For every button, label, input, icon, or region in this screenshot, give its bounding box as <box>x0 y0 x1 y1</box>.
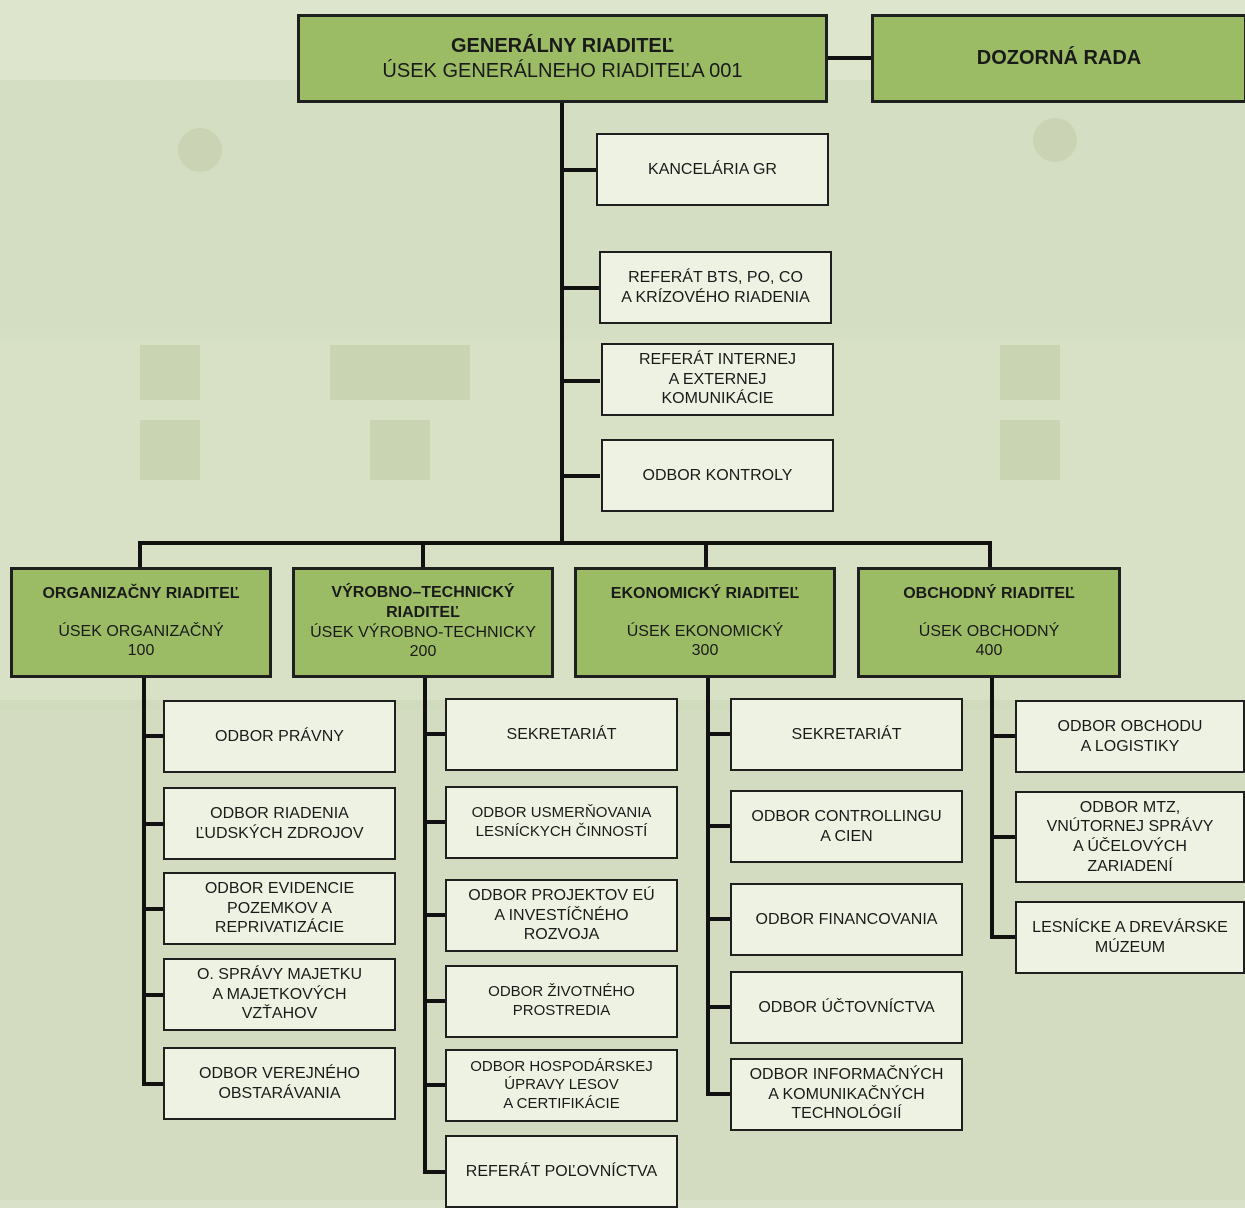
department-box: ODBOR MTZ, VNÚTORNEJ SPRÁVY A ÚČELOVÝCH … <box>1015 791 1245 883</box>
connector-line <box>560 103 564 543</box>
department-box: SEKRETARIÁT <box>730 698 963 771</box>
department-box: ODBOR HOSPODÁRSKEJ ÚPRAVY LESOV A CERTIF… <box>445 1049 678 1122</box>
connector-line <box>425 1083 445 1087</box>
connector-line <box>992 835 1015 839</box>
connector-line <box>144 993 163 997</box>
connector-line <box>708 824 730 828</box>
connector-line <box>704 541 708 567</box>
connector-line <box>423 678 427 1174</box>
connector-line <box>988 541 992 567</box>
connector-line <box>562 379 600 383</box>
division-organizational: ORGANIZAČNY RIADITEĽ ÚSEK ORGANIZAČNÝ 10… <box>10 567 272 678</box>
connector-line <box>562 474 600 478</box>
department-box: ODBOR RIADENIA ĽUDSKÝCH ZDROJOV <box>163 787 396 860</box>
connector-line <box>425 999 445 1003</box>
department-box: ODBOR OBCHODU A LOGISTIKY <box>1015 700 1245 773</box>
connector-line <box>425 913 445 917</box>
connector-line <box>708 1005 730 1009</box>
department-box: ODBOR VEREJNÉHO OBSTARÁVANIA <box>163 1047 396 1120</box>
connector-line <box>140 541 990 545</box>
supervisory-board-title: DOZORNÁ RADA <box>976 47 1142 70</box>
connector-line <box>562 168 600 172</box>
department-box: ODBOR CONTROLLINGU A CIEN <box>730 790 963 863</box>
connector-line <box>992 734 1015 738</box>
division-production-technical: VÝROBNO–TECHNICKÝ RIADITEĽ ÚSEK VÝROBNO-… <box>292 567 554 678</box>
department-box: SEKRETARIÁT <box>445 698 678 771</box>
department-box: ODBOR ŽIVOTNÉHO PROSTREDIA <box>445 965 678 1038</box>
connector-line <box>708 1092 730 1096</box>
connector-line <box>144 822 163 826</box>
connector-line <box>425 732 445 736</box>
connector-line <box>562 286 600 290</box>
staff-unit-office: KANCELÁRIA GR <box>596 133 829 206</box>
department-box: O. SPRÁVY MAJETKU A MAJETKOVÝCH VZŤAHOV <box>163 958 396 1031</box>
department-box: ODBOR PRÁVNY <box>163 700 396 773</box>
department-box: ODBOR PROJEKTOV EÚ A INVESTÍČNÉHO ROZVOJ… <box>445 879 678 952</box>
connector-line <box>138 541 142 567</box>
connector-line <box>144 734 163 738</box>
connector-line <box>706 678 710 1096</box>
connector-line <box>142 678 146 1086</box>
staff-unit-communication: REFERÁT INTERNEJ A EXTERNEJ KOMUNIKÁCIE <box>601 343 834 416</box>
division-economic: EKONOMICKÝ RIADITEĽ ÚSEK EKONOMICKÝ 300 <box>574 567 836 678</box>
connector-line <box>144 1082 163 1086</box>
connector-line <box>425 820 445 824</box>
department-box: ODBOR EVIDENCIE POZEMKOV A REPRIVATIZÁCI… <box>163 872 396 945</box>
connector-line <box>708 732 730 736</box>
connector-line <box>425 1170 445 1174</box>
connector-line <box>421 541 425 567</box>
staff-unit-security: REFERÁT BTS, PO, CO A KRÍZOVÉHO RIADENIA <box>599 251 832 324</box>
department-box: REFERÁT POĽOVNÍCTVA <box>445 1135 678 1208</box>
connector-line <box>144 907 163 911</box>
supervisory-board-box: DOZORNÁ RADA <box>871 14 1245 103</box>
connector-line <box>992 935 1015 939</box>
department-box: ODBOR USMERŇOVANIA LESNÍCKYCH ČINNOSTÍ <box>445 786 678 859</box>
staff-unit-control: ODBOR KONTROLY <box>601 439 834 512</box>
general-director-box: GENERÁLNY RIADITEĽ ÚSEK GENERÁLNEHO RIAD… <box>297 14 828 103</box>
connector-line <box>990 678 994 939</box>
connector-line <box>828 56 871 60</box>
department-box: ODBOR ÚČTOVNÍCTVA <box>730 971 963 1044</box>
department-box: ODBOR INFORMAČNÝCH A KOMUNIKAČNÝCH TECHN… <box>730 1058 963 1131</box>
connector-line <box>708 917 730 921</box>
general-director-title: GENERÁLNY RIADITEĽ <box>451 35 674 58</box>
division-commercial: OBCHODNÝ RIADITEĽ ÚSEK OBCHODNÝ 400 <box>857 567 1121 678</box>
general-director-unit: ÚSEK GENERÁLNEHO RIADITEĽA 001 <box>382 59 743 82</box>
department-box: ODBOR FINANCOVANIA <box>730 883 963 956</box>
department-box: LESNÍCKE A DREVÁRSKE MÚZEUM <box>1015 901 1245 974</box>
